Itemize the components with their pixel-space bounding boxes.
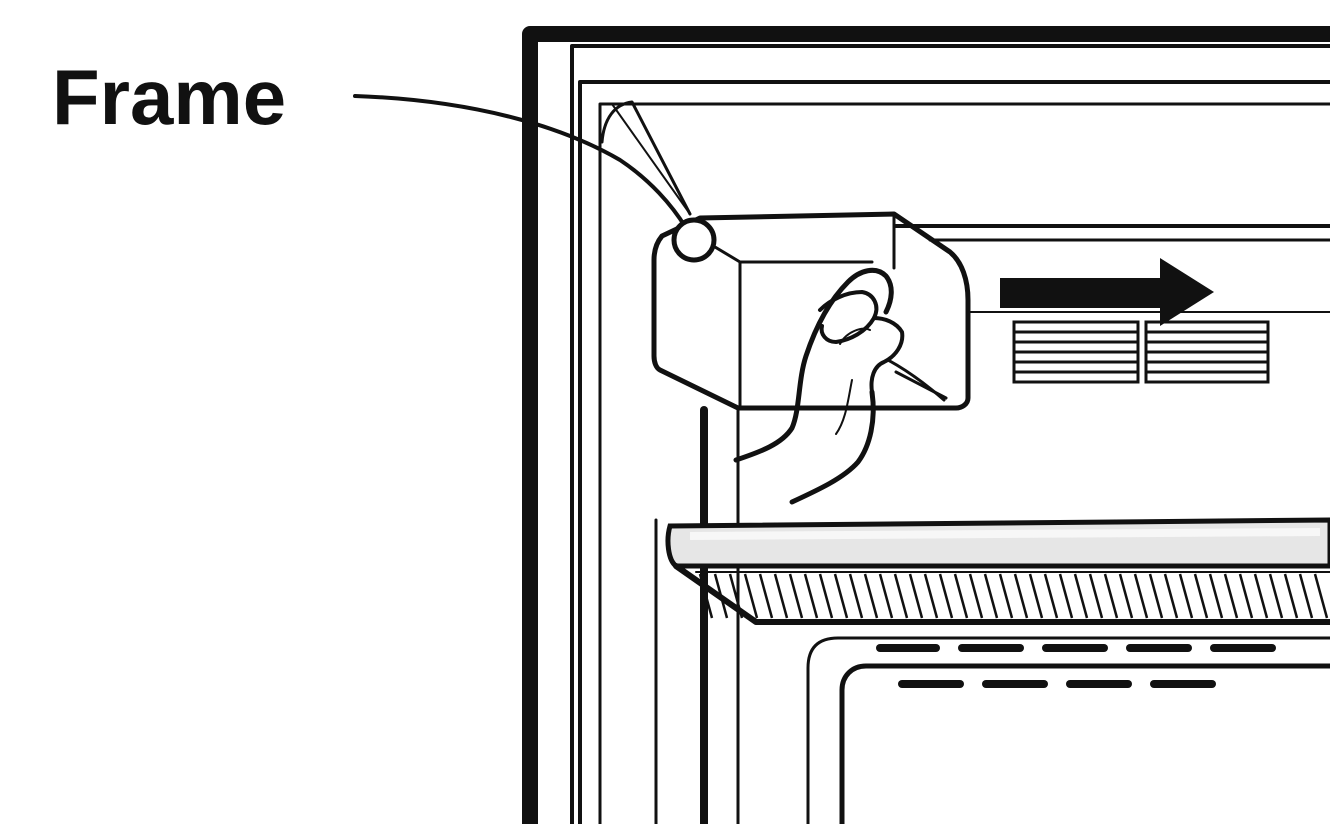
shelf-rib xyxy=(1253,573,1269,619)
shelf-rib xyxy=(758,573,774,619)
shelf-rib xyxy=(1283,573,1299,619)
shelf-rib xyxy=(1208,573,1224,619)
shelf-rib xyxy=(1118,573,1134,619)
shelf xyxy=(665,517,1330,625)
shelf-rib xyxy=(818,573,834,619)
inner-liner xyxy=(654,224,1330,824)
shelf-ribs xyxy=(698,573,1329,619)
shelf-rib xyxy=(1268,573,1284,619)
shelf-rib xyxy=(1148,573,1164,619)
shelf-rib xyxy=(1073,573,1089,619)
shelf-rib xyxy=(968,573,984,619)
frame-callout-label: Frame xyxy=(52,53,286,141)
frame-leader-line xyxy=(353,94,688,230)
shelf-rib xyxy=(878,573,894,619)
cabinet-outline xyxy=(522,26,1330,824)
shelf-rib xyxy=(1163,573,1179,619)
shelf-rib xyxy=(803,573,819,619)
shelf-rib xyxy=(863,573,879,619)
shelf-rib xyxy=(983,573,999,619)
shelf-rib xyxy=(923,573,939,619)
shelf-rib xyxy=(1298,573,1314,619)
shelf-rib xyxy=(1238,573,1254,619)
shelf-rib xyxy=(1178,573,1194,619)
arrow-right-icon xyxy=(967,258,1330,326)
shelf-rib xyxy=(788,573,804,619)
shelf-rib xyxy=(698,573,714,619)
vent-grille-icon xyxy=(1012,320,1270,384)
shelf-rib xyxy=(938,573,954,619)
shelf-rib xyxy=(1133,573,1149,619)
shelf-rib xyxy=(1058,573,1074,619)
frame-pointer-dot xyxy=(671,217,717,263)
shelf-rib xyxy=(1028,573,1044,619)
shelf-rib xyxy=(728,573,744,619)
frame-component xyxy=(600,100,971,411)
shelf-rib xyxy=(1223,573,1239,619)
shelf-rib xyxy=(1103,573,1119,619)
shelf-rib xyxy=(1043,573,1059,619)
hand-icon xyxy=(733,267,946,505)
shelf-rib xyxy=(893,573,909,619)
shelf-rib xyxy=(713,573,729,619)
shelf-rib xyxy=(833,573,849,619)
shelf-rib xyxy=(1013,573,1029,619)
shelf-rib xyxy=(998,573,1014,619)
shelf-rib xyxy=(908,573,924,619)
shelf-rib xyxy=(1193,573,1209,619)
shelf-rib xyxy=(1088,573,1104,619)
shelf-rib xyxy=(848,573,864,619)
shelf-rib xyxy=(773,573,789,619)
shelf-rib xyxy=(1313,573,1329,619)
shelf-rib xyxy=(743,573,759,619)
shelf-rib xyxy=(953,573,969,619)
lower-compartment xyxy=(806,636,1330,824)
